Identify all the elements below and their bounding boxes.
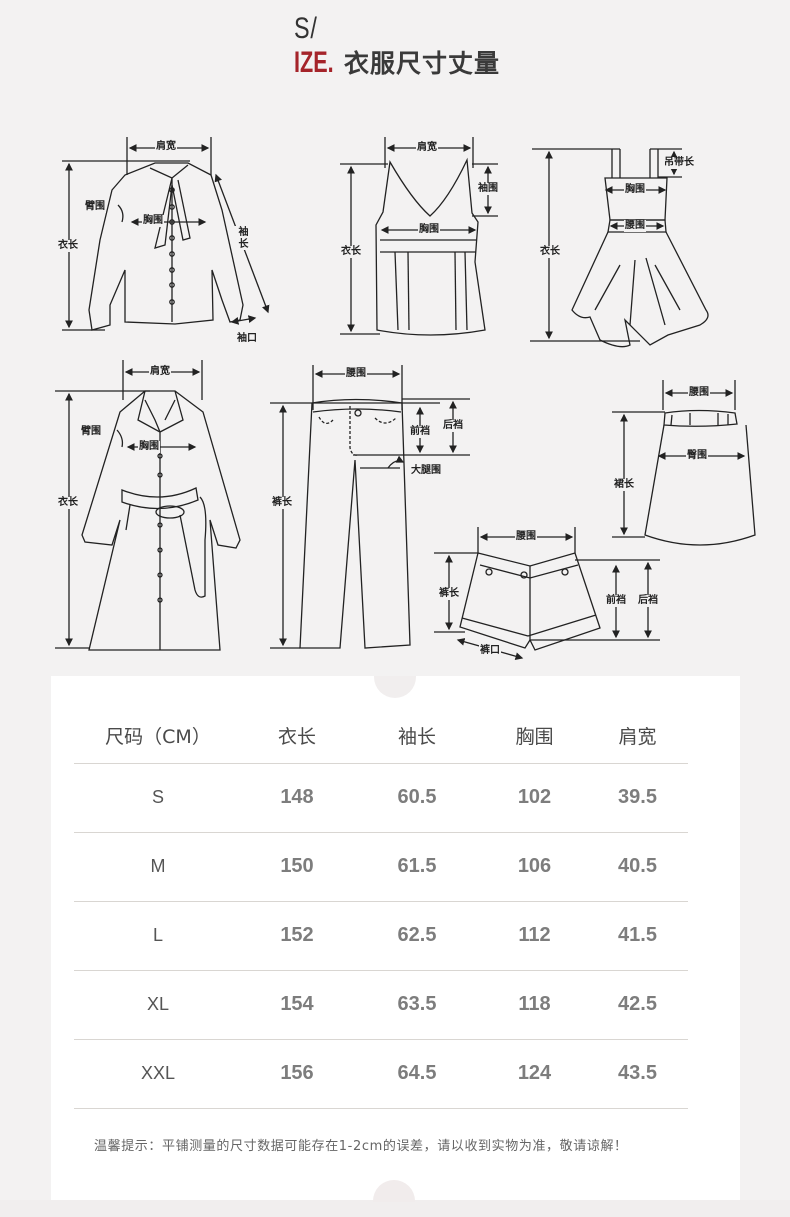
cell-shoulder: 39.5 — [587, 763, 688, 833]
label-skirt-hip: 臀围 — [686, 450, 708, 462]
page-title: S/ IZE. 衣服尺寸丈量 — [294, 14, 500, 80]
cell-sleeve: 60.5 — [352, 763, 482, 833]
table-row: M 150 61.5 106 40.5 — [74, 832, 688, 902]
table-row: L 152 62.5 112 41.5 — [74, 901, 688, 971]
size-table: 尺码（CM） 衣长 袖长 胸围 肩宽 S 148 60.5 102 39.5 M… — [74, 712, 688, 1109]
cell-shoulder: 40.5 — [587, 832, 688, 902]
garment-illustrations — [55, 137, 756, 660]
cell-chest: 112 — [482, 901, 587, 971]
cell-shoulder: 41.5 — [587, 901, 688, 971]
cell-sleeve: 61.5 — [352, 832, 482, 902]
label-pants-length: 裤长 — [271, 497, 293, 509]
label-shorts-front-rise: 前裆 — [605, 595, 627, 607]
title-chinese: 衣服尺寸丈量 — [344, 49, 501, 78]
label-pants-front-rise: 前裆 — [409, 426, 431, 438]
label-vest-length: 衣长 — [340, 246, 362, 258]
cell-sleeve: 64.5 — [352, 1039, 482, 1109]
label-dress-chest: 胸围 — [624, 184, 646, 196]
cell-length: 152 — [242, 901, 352, 971]
label-shorts-hem: 裤口 — [479, 645, 501, 657]
header-size: 尺码（CM） — [74, 712, 242, 764]
cell-length: 156 — [242, 1039, 352, 1109]
cell-length: 154 — [242, 970, 352, 1040]
header-sleeve: 袖长 — [352, 712, 482, 764]
shirt-diagram — [62, 137, 270, 331]
title-ize: IZE. — [294, 46, 334, 79]
cell-chest: 124 — [482, 1039, 587, 1109]
header-shoulder: 肩宽 — [587, 712, 688, 764]
label-shirt-shoulder: 肩宽 — [155, 141, 177, 153]
card-notch-bottom — [373, 1180, 415, 1202]
label-vest-shoulder: 肩宽 — [416, 142, 438, 154]
label-shirt-length: 衣长 — [57, 240, 79, 252]
card-notch-top — [374, 676, 416, 698]
cell-sleeve: 63.5 — [352, 970, 482, 1040]
cell-shoulder: 43.5 — [587, 1039, 688, 1109]
measurement-diagrams: 肩宽 臂围 胸围 衣长 袖长 袖口 肩宽 袖围 胸围 衣长 吊带长 胸围 腰围 … — [55, 137, 756, 660]
coat-diagram — [55, 360, 241, 651]
cell-sleeve: 62.5 — [352, 901, 482, 971]
label-pants-waist: 腰围 — [345, 368, 367, 380]
cell-size: XXL — [74, 1039, 242, 1109]
cell-size: XL — [74, 970, 242, 1040]
label-skirt-length: 裙长 — [613, 479, 635, 491]
table-row: XL 154 63.5 118 42.5 — [74, 970, 688, 1040]
measurement-note: 温馨提示：平铺测量的尺寸数据可能存在1-2cm的误差，请以收到实物为准，敬请谅解… — [94, 1139, 628, 1154]
table-row: S 148 60.5 102 39.5 — [74, 763, 688, 833]
cell-chest: 102 — [482, 763, 587, 833]
label-pants-thigh: 大腿围 — [410, 465, 442, 477]
bottom-band — [0, 1200, 790, 1217]
cell-size: L — [74, 901, 242, 971]
dress-diagram — [530, 148, 709, 348]
cell-size: S — [74, 763, 242, 833]
shorts-diagram — [434, 527, 660, 660]
cell-length: 148 — [242, 763, 352, 833]
label-shirt-chest: 胸围 — [142, 215, 164, 227]
cell-size: M — [74, 832, 242, 902]
label-shirt-sleeve: 袖长 — [234, 226, 248, 250]
label-shorts-waist: 腰围 — [515, 531, 537, 543]
label-shorts-length: 裤长 — [438, 588, 460, 600]
header-length: 衣长 — [242, 712, 352, 764]
pants-diagram — [270, 365, 470, 649]
skirt-diagram — [612, 380, 756, 546]
vest-diagram — [340, 137, 498, 336]
label-coat-arm: 臂围 — [80, 426, 102, 438]
cell-chest: 118 — [482, 970, 587, 1040]
label-coat-shoulder: 肩宽 — [149, 366, 171, 378]
table-header-row: 尺码（CM） 衣长 袖长 胸围 肩宽 — [74, 712, 688, 764]
label-vest-chest: 胸围 — [418, 224, 440, 236]
label-shirt-arm: 臂围 — [84, 201, 106, 213]
label-shorts-back-rise: 后裆 — [637, 595, 659, 607]
cell-length: 150 — [242, 832, 352, 902]
label-shirt-cuff: 袖口 — [236, 333, 258, 345]
label-dress-strap: 吊带长 — [663, 157, 695, 169]
label-vest-armhole: 袖围 — [477, 183, 499, 195]
label-pants-back-rise: 后裆 — [442, 420, 464, 432]
title-s: S/ — [294, 12, 318, 45]
label-dress-waist: 腰围 — [624, 220, 646, 232]
header-chest: 胸围 — [482, 712, 587, 764]
label-coat-length: 衣长 — [57, 497, 79, 509]
label-coat-chest: 胸围 — [138, 441, 160, 453]
label-skirt-waist: 腰围 — [688, 387, 710, 399]
cell-shoulder: 42.5 — [587, 970, 688, 1040]
table-row: XXL 156 64.5 124 43.5 — [74, 1039, 688, 1109]
cell-chest: 106 — [482, 832, 587, 902]
label-dress-length: 衣长 — [539, 246, 561, 258]
